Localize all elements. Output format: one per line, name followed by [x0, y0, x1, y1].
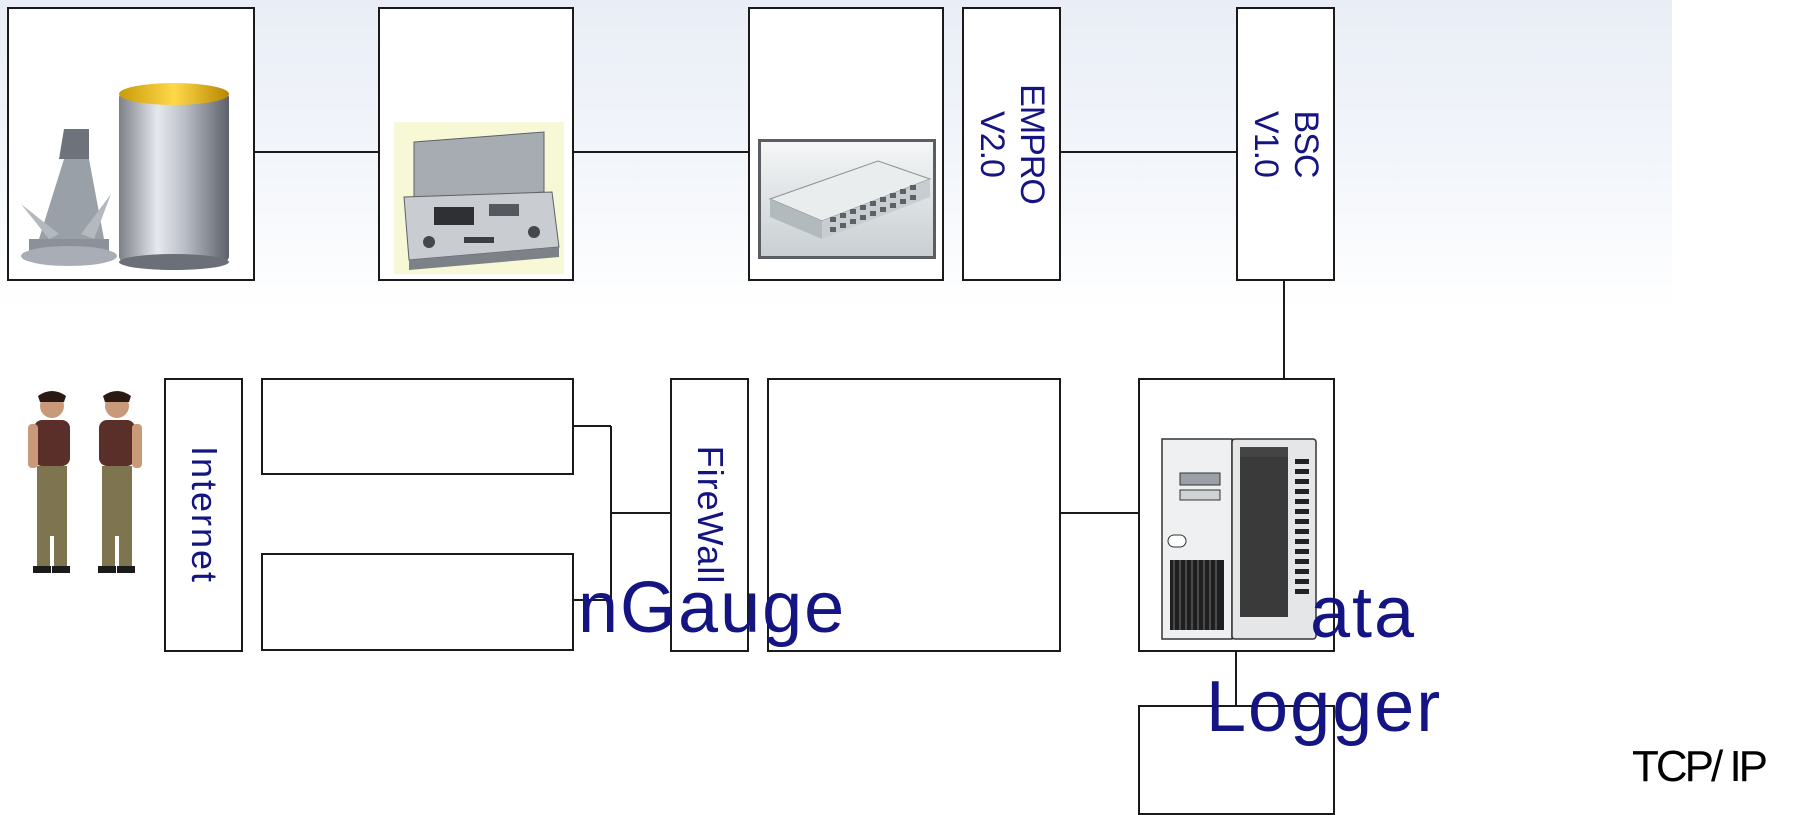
internet-box[interactable]: Internet: [164, 378, 243, 652]
user-figure-left: [28, 391, 70, 573]
sensor-box[interactable]: [7, 7, 255, 281]
instrument-case-box[interactable]: [378, 7, 574, 281]
network-switch-icon: [758, 139, 936, 259]
bsc-label: BSC V1.0: [1246, 99, 1326, 189]
empro-box[interactable]: EMPRO V2.0: [962, 7, 1061, 281]
field-instrument-case-icon: [394, 122, 564, 274]
empro-label: EMPRO V2.0: [972, 74, 1052, 214]
data-logger-label-line2: Logger: [1206, 671, 1442, 743]
users-icon: [22, 386, 152, 586]
rain-gauge-label: nGauge: [578, 572, 846, 644]
user-figure-right: [98, 391, 142, 573]
web-server-box-1[interactable]: [261, 378, 574, 475]
bsc-box[interactable]: BSC V1.0: [1236, 7, 1335, 281]
server-tower-icon: [1160, 435, 1320, 645]
switch-box[interactable]: [748, 7, 944, 281]
server-box[interactable]: [1138, 378, 1335, 652]
firewall-label: FireWall: [689, 446, 731, 585]
internet-label: Internet: [183, 446, 225, 584]
rain-gauge-sensor-icon: [19, 74, 239, 274]
data-logger-label-line1: ata: [1310, 577, 1416, 649]
tcp-ip-label: TCP/ IP: [1632, 745, 1765, 789]
web-server-box-2[interactable]: [261, 553, 574, 651]
